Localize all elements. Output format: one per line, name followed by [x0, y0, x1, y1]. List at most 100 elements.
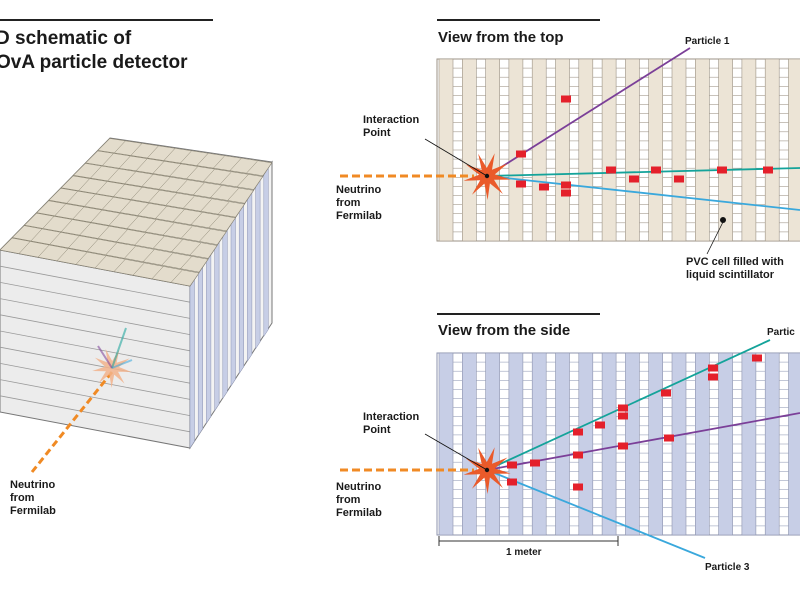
- top-beige-plank: [72, 163, 255, 204]
- top-cell-divider: [86, 239, 99, 252]
- top-hit-marker: [539, 183, 549, 191]
- schematic-track-purple: [97, 345, 113, 369]
- top-cell-divider: [56, 248, 69, 261]
- top-cell-divider: [116, 229, 128, 242]
- top-cell-divider: [171, 239, 183, 252]
- top-cell-divider: [229, 158, 242, 171]
- top-hit-marker: [516, 180, 526, 188]
- side-pvc-column: [741, 352, 757, 536]
- top-track-particle3: [486, 175, 800, 211]
- top-cell-divider: [105, 242, 117, 256]
- detector-3d-schematic: [0, 137, 273, 473]
- top-pvc-column: [788, 58, 800, 242]
- side-hit-marker: [595, 421, 605, 429]
- top-cell-divider: [147, 145, 159, 159]
- top-cell-divider: [119, 156, 131, 169]
- top-cell-divider: [90, 210, 103, 223]
- top-neutrino-label: Neutrino from Fermilab: [336, 184, 382, 222]
- side-neutrino-label: Neutrino from Fermilab: [336, 481, 382, 519]
- top-cell-divider: [90, 165, 102, 179]
- top-hit-marker: [717, 166, 727, 174]
- front-plane-line: [0, 330, 191, 368]
- top-beige-plank: [48, 187, 236, 232]
- top-hit-marker: [516, 150, 526, 158]
- side-pvc-column: [694, 352, 710, 536]
- top-beige-plank: [11, 225, 209, 273]
- top-cell-divider: [180, 150, 192, 164]
- side-pvc-column: [555, 352, 570, 536]
- side-interaction-leader: [424, 433, 488, 471]
- top-cell-divider: [94, 255, 107, 269]
- top-cell-divider: [193, 182, 205, 196]
- side-hit-marker: [530, 459, 540, 467]
- schematic-title-line2: OvA particle detector: [0, 52, 188, 73]
- side-hit-marker: [752, 354, 762, 362]
- top-cell-divider: [79, 222, 91, 236]
- side-hit-marker: [708, 364, 718, 372]
- top-cell-divider: [172, 209, 185, 222]
- top-cell-divider: [181, 226, 193, 239]
- top-hit-marker: [763, 166, 773, 174]
- top-cell-divider: [114, 140, 126, 154]
- side-pvc-column: [601, 352, 617, 536]
- top-beige-plank: [60, 175, 246, 218]
- top-cell-divider: [196, 153, 209, 166]
- top-cell-divider: [148, 190, 160, 203]
- side-hit-marker: [661, 389, 671, 397]
- top-cell-divider: [213, 156, 225, 169]
- top-cell-divider: [30, 228, 43, 242]
- top-interaction-label: Interaction Point: [363, 114, 420, 139]
- top-cell-divider: [200, 199, 212, 212]
- side-pvc-column: [718, 352, 733, 536]
- top-cell-divider: [210, 185, 222, 198]
- side-pvc-column: [461, 352, 477, 536]
- side-hit-marker: [507, 478, 517, 486]
- top-cell-divider: [124, 171, 136, 184]
- top-cell-divider: [84, 194, 96, 207]
- schematic-title-rule: [0, 19, 213, 21]
- side-pvc-column: [508, 352, 524, 536]
- side-hit-marker: [507, 461, 517, 469]
- top-beige-plank: [97, 138, 273, 177]
- side-scale-label: 1 meter: [506, 547, 542, 558]
- top-cell-divider: [126, 216, 139, 229]
- top-cell-divider: [203, 169, 215, 182]
- top-cell-divider: [49, 232, 61, 245]
- top-hit-marker: [561, 181, 571, 189]
- top-cell-divider: [61, 219, 73, 232]
- top-cell-divider: [162, 222, 175, 236]
- side-hit-marker: [573, 428, 583, 436]
- top-cell-divider: [163, 148, 176, 161]
- top-cell-divider: [135, 158, 148, 172]
- schematic-track-teal: [111, 327, 127, 369]
- top-cell-divider: [190, 212, 203, 225]
- side-view-title-rule: [437, 313, 600, 315]
- top-cell-divider: [141, 174, 154, 187]
- top-beige-plank: [23, 212, 218, 259]
- top-cell-divider: [68, 235, 80, 249]
- top-hit-marker: [629, 175, 639, 183]
- top-cell-divider: [75, 252, 88, 265]
- top-cell-divider: [189, 242, 202, 256]
- side-hit-marker: [618, 442, 628, 450]
- front-plane-line: [0, 265, 191, 303]
- top-cell-divider: [124, 246, 136, 259]
- top-cell-divider: [175, 179, 188, 193]
- top-cell-divider: [107, 168, 119, 182]
- side-track-particle2: [486, 339, 771, 471]
- top-cell-divider: [199, 229, 211, 242]
- side-pvc-column: [648, 352, 664, 536]
- top-cell-divider: [78, 178, 90, 191]
- top-cell-divider: [72, 206, 84, 220]
- top-cell-divider: [219, 172, 232, 185]
- front-plane-line: [0, 395, 191, 433]
- top-cell-divider: [113, 259, 126, 272]
- top-hit-marker: [561, 95, 571, 103]
- top-cell-divider: [119, 200, 132, 213]
- top-pvc-label: PVC cell filled with liquid scintillator: [686, 256, 784, 281]
- top-cell-divider: [130, 187, 143, 200]
- top-cell-divider: [158, 177, 171, 190]
- side-interaction-label: Interaction Point: [363, 411, 420, 436]
- front-plane-line: [0, 379, 191, 416]
